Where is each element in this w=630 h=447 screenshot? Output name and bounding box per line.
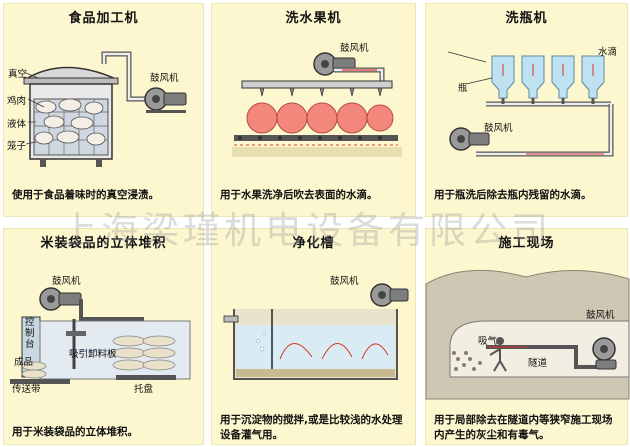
liquid-label: 液体 xyxy=(7,119,27,130)
panel-caption: 用于沉淀物的搅拌,或是比较浅的水处理设备灌气用。 xyxy=(220,414,403,441)
blower-label: 鼓风机 xyxy=(330,276,359,287)
vacuum-label: 真空 xyxy=(8,69,28,80)
panel-bag-stacking: 米装袋品的立体堆积 鼓风机 控 制 台 吸引卸料板 成品 传送带 托盘 用于米装… xyxy=(3,228,204,445)
product-label: 成品 xyxy=(14,357,34,368)
blower-label: 鼓风机 xyxy=(150,73,179,84)
blower-label: 鼓风机 xyxy=(484,123,513,134)
panel-title: 洗水果机 xyxy=(285,11,342,26)
blower-label: 鼓风机 xyxy=(340,43,369,54)
panel-title: 施工现场 xyxy=(498,236,555,251)
tunnel-label: 隧道 xyxy=(528,358,548,369)
construction-site-diagram xyxy=(425,269,630,400)
panel-title: 洗瓶机 xyxy=(505,11,548,26)
food-processor-diagram xyxy=(23,51,187,167)
water-drop-label: 水滴 xyxy=(598,47,618,58)
bag-stacking-diagram xyxy=(10,287,191,384)
control-label: 控 制 台 xyxy=(25,317,35,350)
suction-plate-label: 吸引卸料板 xyxy=(69,349,117,360)
tray-label: 托盘 xyxy=(134,384,154,395)
panel-caption: 用于米装袋品的立体堆积。 xyxy=(12,426,138,438)
panel-title: 净化槽 xyxy=(292,236,335,251)
purification-tank-diagram xyxy=(223,283,409,380)
blower-label: 鼓风机 xyxy=(52,276,81,287)
panel-title: 食品加工机 xyxy=(68,11,139,26)
panel-fruit-washer: 洗水果机 鼓风机 用于水果洗净后吹去表面的水滴。 xyxy=(211,3,416,217)
panel-construction-site: 施工现场 鼓风机 吸气 隧道 用于局部除去在隧道内等狭窄施工现场内产生的灰尘和有… xyxy=(425,228,630,445)
panel-caption: 用于瓶洗后除去瓶内残留的水滴。 xyxy=(434,189,592,201)
bottle-washer-diagram xyxy=(447,51,614,157)
blower-label: 鼓风机 xyxy=(586,310,615,321)
panel-food-processor: 食品加工机 xyxy=(3,3,204,217)
cage-label: 笼子 xyxy=(7,141,27,152)
panel-title: 米装袋品的立体堆积 xyxy=(40,236,167,251)
panel-bottle-washer: 洗瓶机 鼓风机 水滴 瓶 用于瓶洗后除去瓶内残留的水滴。 xyxy=(425,3,628,217)
chicken-label: 鸡肉 xyxy=(7,96,27,107)
bottle-label: 瓶 xyxy=(458,83,468,94)
panel-caption: 用于水果洗净后吹去表面的水滴。 xyxy=(220,189,378,201)
watermark: 上海梁瑾机电设备有限公司 xyxy=(60,209,552,252)
panel-purification-tank: 净化槽 鼓风机 用于沉淀物的搅拌,或是比较浅的水处理设备灌气用。 xyxy=(211,228,416,445)
panel-caption: 使用于食品着味时的真空浸渍。 xyxy=(12,189,159,201)
suction-label: 吸气 xyxy=(478,336,498,347)
fruit-washer-diagram xyxy=(232,52,402,157)
panel-caption: 用于局部除去在隧道内等狭窄施工现场内产生的灰尘和有毒气。 xyxy=(434,414,613,441)
conveyor-label: 传送带 xyxy=(12,384,41,395)
